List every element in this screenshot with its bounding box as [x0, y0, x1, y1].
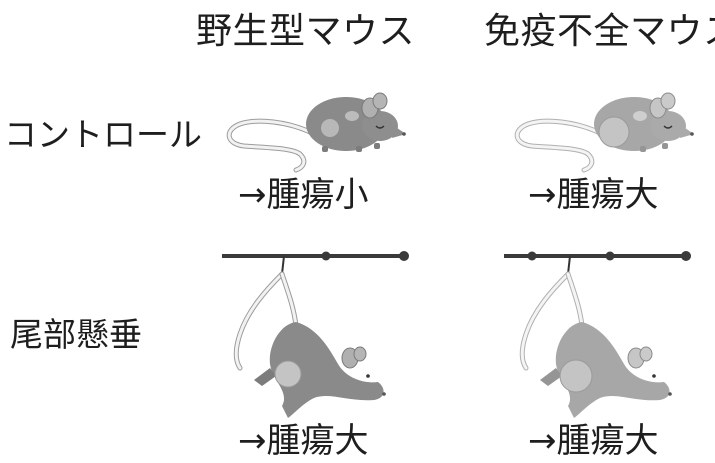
immunodeficient-control-mouse-icon: [502, 88, 702, 178]
column-header-immunodeficient: 免疫不全マウス: [484, 14, 715, 50]
result-wildtype-suspension: →腫瘍大: [238, 424, 369, 458]
result-immunodeficient-suspension: →腫瘍大: [528, 424, 659, 458]
result-wildtype-control: →腫瘍小: [238, 178, 369, 212]
wildtype-suspended-mouse-icon: [218, 242, 418, 422]
column-header-wildtype: 野生型マウス: [196, 14, 415, 50]
wildtype-control-mouse-icon: [218, 88, 418, 178]
row-header-control: コントロール: [4, 118, 202, 151]
immunodeficient-suspended-mouse-icon: [500, 242, 700, 422]
suspension-bar-icon: [504, 251, 691, 261]
result-immunodeficient-control: →腫瘍大: [528, 178, 659, 212]
row-header-tail-suspension: 尾部懸垂: [10, 318, 142, 351]
suspension-bar-icon: [222, 251, 409, 261]
